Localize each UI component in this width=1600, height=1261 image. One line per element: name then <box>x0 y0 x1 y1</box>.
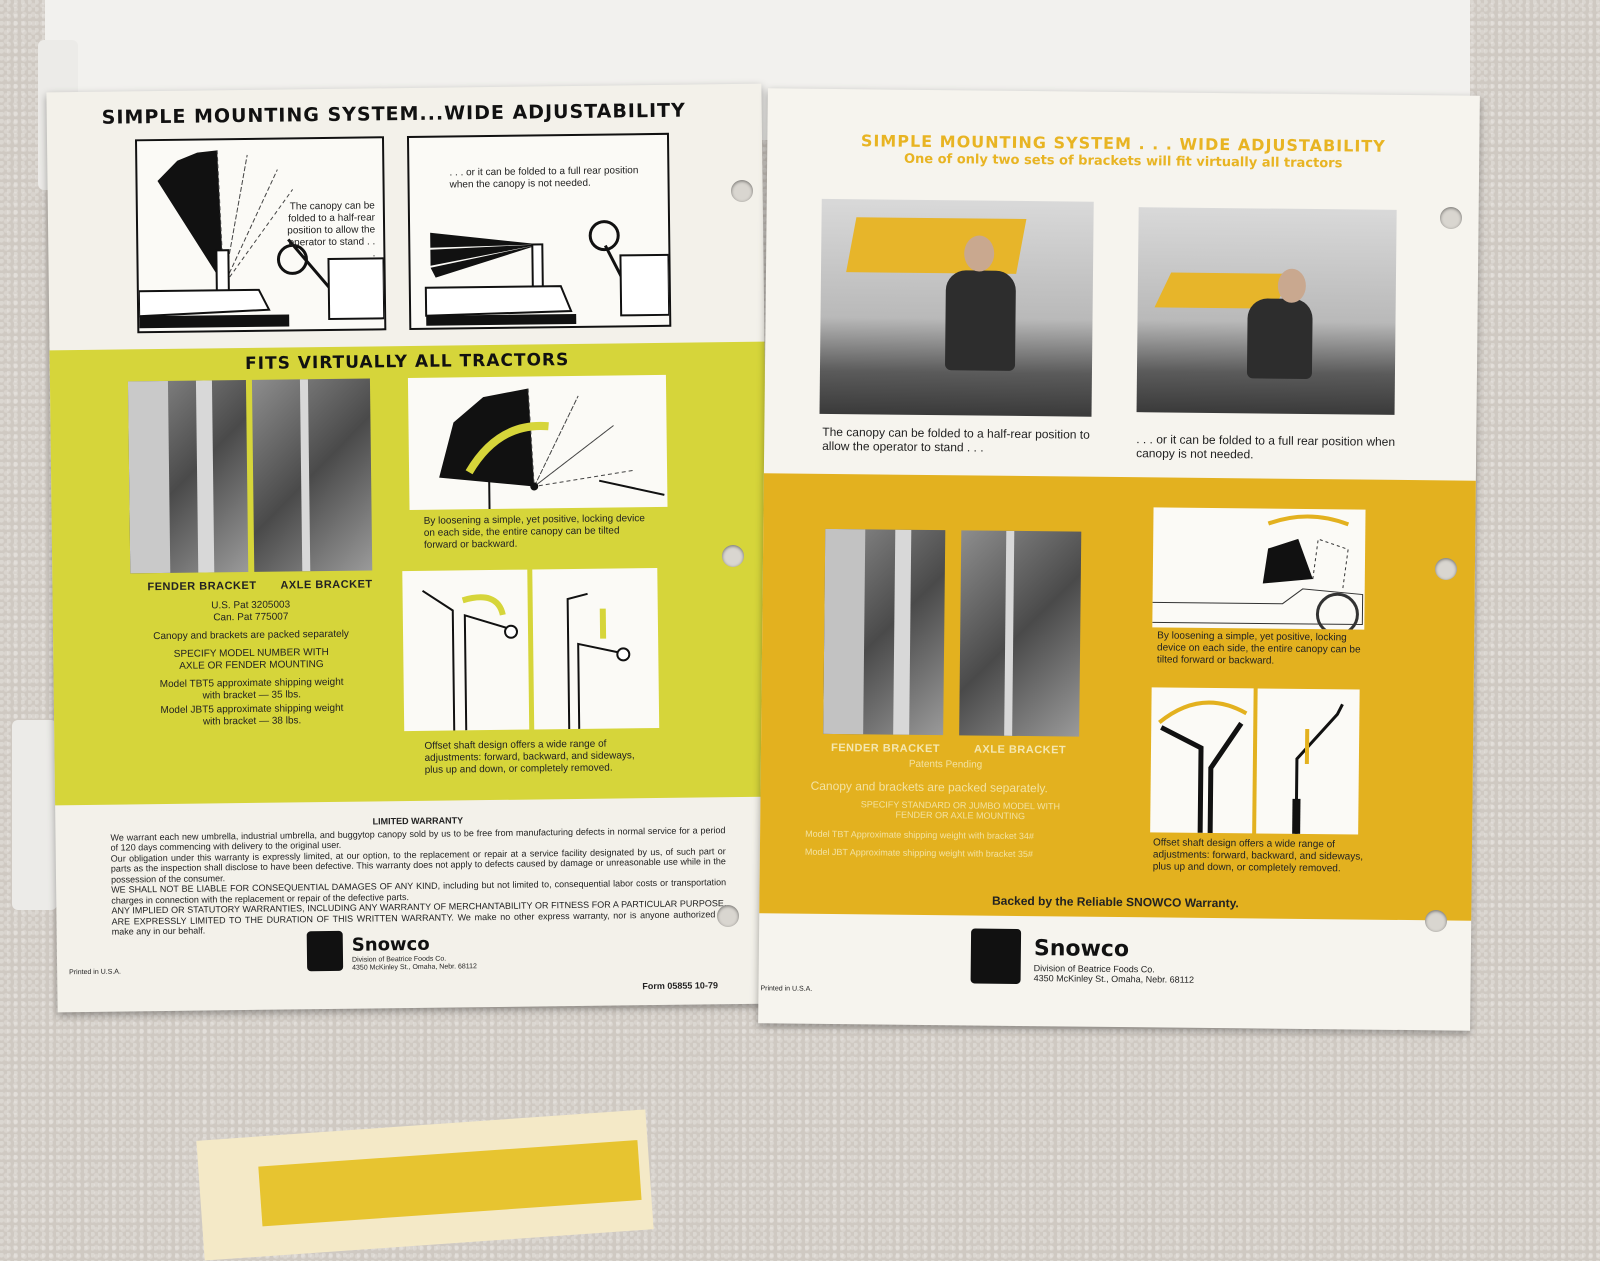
model-jbt5-weight: Model JBT5 approximate shipping weight w… <box>160 702 344 728</box>
right-yellow-band: FENDER BRACKET AXLE BRACKET Patents Pend… <box>759 473 1476 921</box>
binder-hole <box>731 180 753 202</box>
patent-numbers: U.S. Pat 3205003 Can. Pat 775007 <box>211 599 291 624</box>
half-rear-diagram: The canopy can be folded to a half-rear … <box>134 136 387 334</box>
model-jbt-weight-right: Model JBT Approximate shipping weight wi… <box>804 846 1033 860</box>
printed-in-usa-right: Printed in U.S.A. <box>760 985 813 993</box>
fits-all-tractors-title: FITS VIRTUALLY ALL TRACTORS <box>244 350 570 374</box>
snowco-logo-icon-right <box>970 928 1022 984</box>
specify-model-note-right: SPECIFY STANDARD OR JUMBO MODEL WITH FEN… <box>860 799 1061 822</box>
tilt-caption: By loosening a simple, yet positive, loc… <box>423 513 645 551</box>
binder-hole <box>717 905 739 927</box>
backing-tab-bottom <box>12 720 57 910</box>
patents-pending: Patents Pending <box>908 758 983 771</box>
full-rear-canopy-illustration <box>424 220 671 326</box>
tilt-caption-right: By loosening a simple, yet positive, loc… <box>1156 630 1361 667</box>
offset-shaft-sideways-diagram <box>402 569 530 732</box>
left-page-title: SIMPLE MOUNTING SYSTEM...WIDE ADJUSTABIL… <box>101 99 686 129</box>
offset-caption-right: Offset shaft design offers a wide range … <box>1152 837 1364 875</box>
brand-name: Snowco <box>351 933 430 956</box>
operator-head <box>964 235 995 272</box>
left-brochure-page: SIMPLE MOUNTING SYSTEM...WIDE ADJUSTABIL… <box>46 83 773 1013</box>
offset-rotate-diagram-right <box>1150 687 1254 834</box>
offset-shaft-rotate-illustration <box>421 590 519 731</box>
model-tbt5-weight: Model TBT5 approximate shipping weight w… <box>159 676 344 702</box>
packed-separately-note: Canopy and brackets are packed separatel… <box>153 628 349 643</box>
axle-bracket-photo <box>251 378 373 572</box>
tilt-diagram-right <box>1152 507 1366 636</box>
offset-updown-diagram-right <box>1256 688 1360 835</box>
yellow-canopy <box>846 217 1027 274</box>
full-rear-photo <box>1136 207 1397 415</box>
offset-shaft-updown-diagram <box>532 567 660 730</box>
limited-warranty: LIMITED WARRANTY We warrant each new umb… <box>110 812 726 937</box>
brand-address-right: Division of Beatrice Foods Co. 4350 McKi… <box>1033 963 1195 985</box>
binder-hole <box>1440 207 1462 229</box>
full-rear-diagram-text: . . . or it can be folded to a full rear… <box>449 165 639 191</box>
operator-standing <box>944 270 1017 371</box>
packed-separately-note-right: Canopy and brackets are packed separatel… <box>810 778 1048 796</box>
half-rear-caption: The canopy can be folded to a half-rear … <box>822 424 1090 455</box>
tilt-canopy-illustration <box>439 388 665 510</box>
full-rear-diagram: . . . or it can be folded to a full rear… <box>406 132 672 330</box>
snowco-warranty-line: Backed by the Reliable SNOWCO Warranty. <box>991 893 1239 911</box>
half-rear-canopy-illustration <box>137 150 386 329</box>
fender-bracket-label: FENDER BRACKET <box>147 579 257 594</box>
specify-model-note: SPECIFY MODEL NUMBER WITH AXLE OR FENDER… <box>173 646 329 672</box>
tilt-canopy-illustration-right <box>1152 514 1364 636</box>
axle-bracket-label: AXLE BRACKET <box>280 578 373 592</box>
left-yellow-band: FITS VIRTUALLY ALL TRACTORS By loosening… <box>49 341 771 806</box>
binder-hole <box>722 545 744 567</box>
fender-bracket-photo-right <box>823 528 946 736</box>
binder-hole <box>1425 910 1447 932</box>
offset-shaft-rotate-illustration-right <box>1158 700 1248 833</box>
printed-in-usa: Printed in U.S.A. <box>69 968 121 977</box>
right-brochure-page: SIMPLE MOUNTING SYSTEM . . . WIDE ADJUST… <box>758 88 1480 1031</box>
offset-shaft-vertical-illustration-right <box>1292 703 1344 834</box>
partial-brochure-bottom <box>196 1109 654 1261</box>
form-number: Form 05855 10-79 <box>642 980 718 992</box>
half-rear-diagram-text: The canopy can be folded to a half-rear … <box>287 200 376 260</box>
offset-shaft-caption: Offset shaft design offers a wide range … <box>424 738 635 776</box>
offset-shaft-vertical-illustration <box>566 592 631 730</box>
brand-name-right: Snowco <box>1033 936 1130 963</box>
axle-bracket-label-right: AXLE BRACKET <box>973 743 1067 757</box>
tilt-diagram <box>407 374 668 510</box>
snowco-logo-icon <box>306 930 344 972</box>
fender-bracket-photo <box>127 379 249 574</box>
full-rear-caption: . . . or it can be folded to a full rear… <box>1136 432 1396 462</box>
warranty-paragraph-4: ANY IMPLIED OR STATUTORY WARRANTIES, INC… <box>111 898 727 937</box>
fender-bracket-label-right: FENDER BRACKET <box>830 741 941 756</box>
half-rear-photo <box>819 198 1094 417</box>
model-tbt-weight-right: Model TBT Approximate shipping weight wi… <box>805 828 1034 842</box>
operator-head-seated <box>1277 268 1307 303</box>
brand-address: Division of Beatrice Foods Co. 4350 McKi… <box>351 955 477 972</box>
axle-bracket-photo-right <box>959 530 1082 737</box>
binder-hole <box>1435 558 1457 580</box>
operator-seated <box>1246 298 1313 380</box>
